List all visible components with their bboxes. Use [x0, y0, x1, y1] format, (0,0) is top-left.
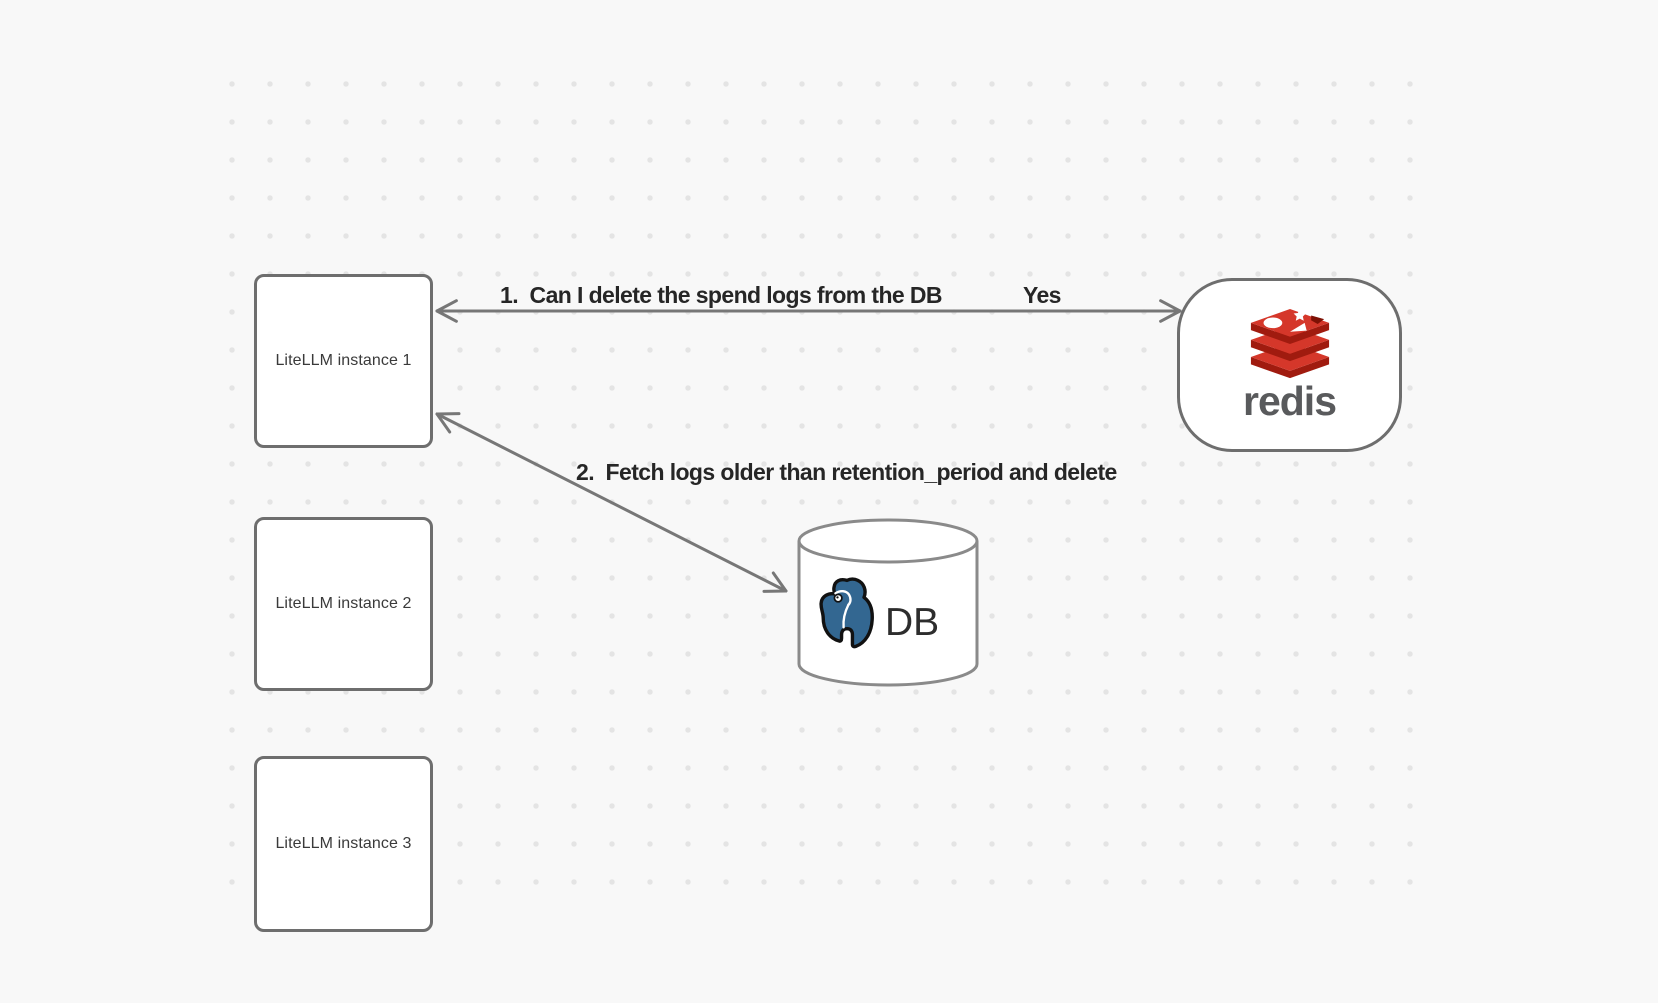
node-redis[interactable]: redis [1177, 278, 1402, 452]
redis-wordmark: redis [1243, 377, 1337, 424]
postgresql-elephant-icon [819, 577, 874, 649]
edge1-label: 1. Can I delete the spend logs from the … [500, 282, 943, 308]
redis-logo-icon [1250, 308, 1329, 378]
db-label: DB [885, 601, 939, 644]
edge2-label: 2. Fetch logs older than retention_perio… [576, 459, 1117, 485]
edge1-response-label: Yes [1023, 282, 1061, 308]
node-label: LiteLLM instance 3 [275, 835, 412, 852]
node-litellm-instance-3[interactable]: LiteLLM instance 3 [254, 756, 433, 932]
node-litellm-instance-1[interactable]: LiteLLM instance 1 [254, 274, 433, 448]
node-db-cylinder[interactable]: DB [796, 517, 981, 689]
node-label: LiteLLM instance 2 [275, 595, 412, 612]
node-label: LiteLLM instance 1 [275, 352, 412, 369]
node-litellm-instance-2[interactable]: LiteLLM instance 2 [254, 517, 433, 691]
